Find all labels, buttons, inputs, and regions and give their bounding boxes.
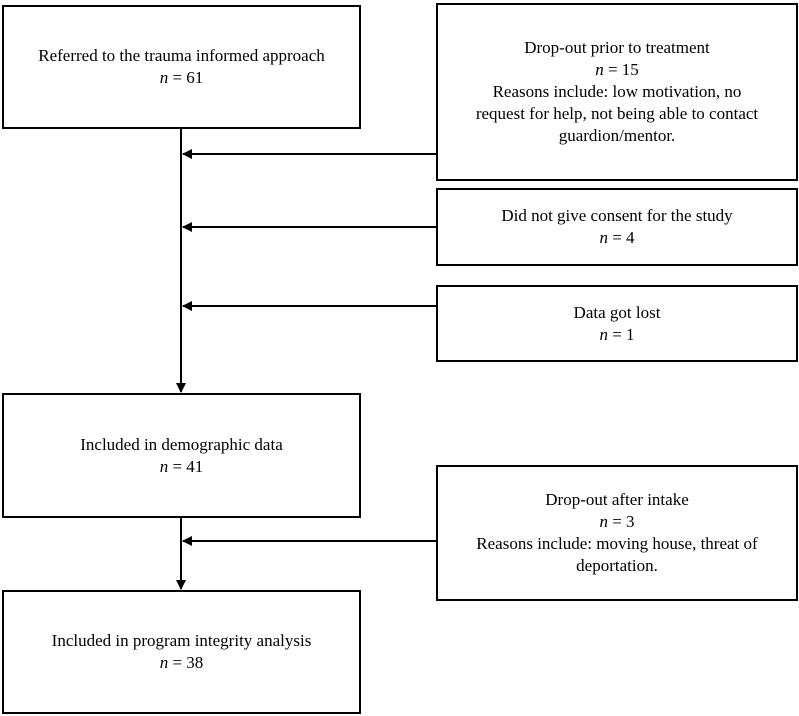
box-no-consent-count: n = 4 [599,227,634,249]
equals-sign: = [607,512,627,531]
box-referred: Referred to the trauma informed approach… [2,5,361,129]
box-dropout-after: Drop-out after intake n = 3 Reasons incl… [436,465,798,601]
box-no-consent-label: Did not give consent for the study [501,206,733,225]
equals-sign: = [168,456,187,476]
box-demographic-label: Included in demographic data [80,434,283,454]
box-dropout-prior: Drop-out prior to treatment n = 15 Reaso… [436,3,798,181]
n-symbol: n [599,228,608,247]
n-symbol: n [159,653,169,672]
box-integrity-count: n = 38 [160,652,204,674]
box-dropout-after-count: n = 3 [599,511,634,533]
count-value: 41 [186,456,204,476]
equals-sign: = [168,653,187,672]
box-integrity: Included in program integrity analysis n… [2,590,361,714]
box-demographic: Included in demographic data n = 41 [2,393,361,518]
equals-sign: = [607,324,627,344]
reason-line: guardion/mentor. [558,126,676,145]
box-dropout-prior-label: Drop-out prior to treatment [524,38,710,57]
count-value: 61 [186,68,204,87]
equals-sign: = [607,228,627,247]
reason-line: Reasons include: moving house, threat of [476,534,758,553]
box-dropout-prior-count: n = 15 [595,59,639,81]
n-symbol: n [159,456,169,476]
count-value: 3 [626,512,635,531]
n-symbol: n [599,324,608,344]
count-value: 15 [621,60,639,79]
reason-line: Reasons include: low motivation, no [492,82,742,101]
equals-sign: = [168,68,187,87]
n-symbol: n [159,68,169,87]
equals-sign: = [603,60,622,79]
box-dropout-after-label: Drop-out after intake [545,490,689,509]
box-no-consent: Did not give consent for the study n = 4 [436,188,798,266]
box-demographic-count: n = 41 [160,456,204,478]
box-referred-count: n = 61 [160,67,204,89]
box-data-lost-count: n = 1 [599,324,634,346]
n-symbol: n [595,60,604,79]
n-symbol: n [599,512,608,531]
count-value: 4 [626,228,635,247]
box-referred-label: Referred to the trauma informed approach [38,46,325,65]
reason-line: deportation. [576,556,658,575]
count-value: 38 [186,653,204,672]
box-data-lost-label: Data got lost [573,302,661,322]
box-integrity-label: Included in program integrity analysis [51,631,312,650]
count-value: 1 [626,324,635,344]
box-data-lost: Data got lost n = 1 [436,285,798,362]
reason-line: request for help, not being able to cont… [475,104,759,123]
